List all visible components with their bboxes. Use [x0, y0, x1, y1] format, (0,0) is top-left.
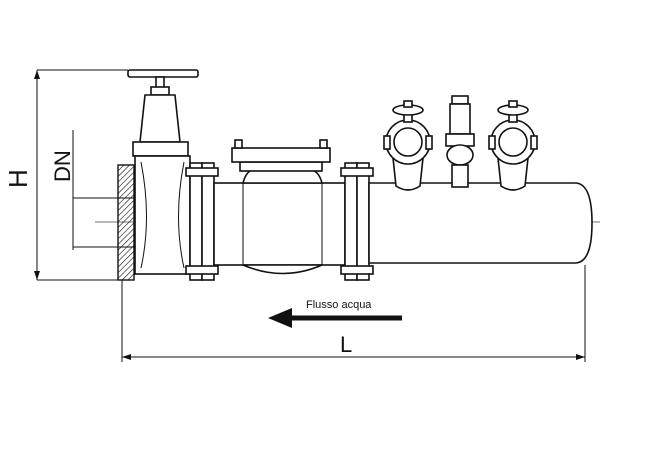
- diameter-dimension: DN: [50, 130, 118, 250]
- flow-direction: Flusso acqua: [268, 299, 402, 328]
- flange-pair-right: [340, 162, 374, 281]
- ball-valve-left: [383, 100, 433, 191]
- strainer-cap: [231, 147, 331, 163]
- manifold-pipe: [368, 182, 593, 264]
- strainer: [213, 139, 346, 275]
- handwheel-icon: [127, 69, 199, 78]
- threaded-end: [117, 164, 135, 281]
- height-dimension: H: [3, 69, 128, 281]
- bonnet-flange: [132, 141, 189, 157]
- height-label: H: [3, 169, 33, 188]
- strainer-cap-base: [239, 161, 323, 172]
- length-dimension: L: [121, 265, 586, 362]
- flow-label: Flusso acqua: [306, 299, 372, 311]
- diameter-label: DN: [50, 150, 75, 182]
- valve-body: [134, 155, 191, 275]
- ball-valve-right: [488, 100, 538, 191]
- small-valve: [445, 95, 475, 188]
- length-label: L: [340, 332, 352, 357]
- stem-nut: [150, 86, 170, 96]
- valve-bonnet: [139, 94, 181, 143]
- gate-valve: [127, 69, 199, 275]
- flange-pair-left: [185, 162, 219, 281]
